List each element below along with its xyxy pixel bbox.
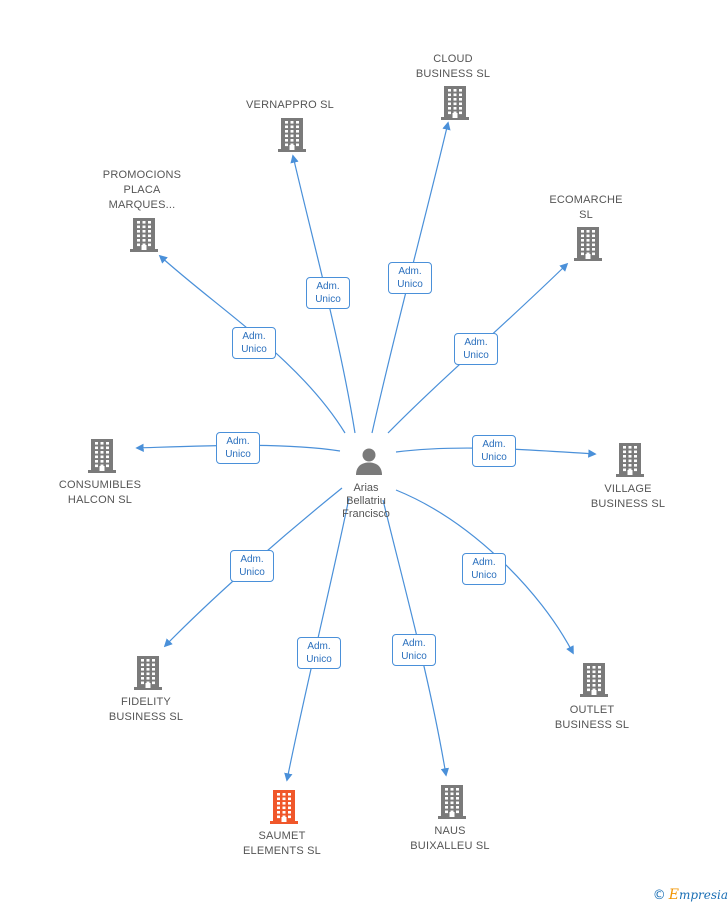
company-label-line: SL <box>579 209 593 221</box>
relation-role: Adm. <box>226 436 250 447</box>
company-label-line: HALCON SL <box>67 494 133 506</box>
company-node-village[interactable] <box>615 441 645 477</box>
company-label-line: CLOUD <box>433 53 473 65</box>
company-label-saumet[interactable]: SAUMET ELEMENTS SL <box>207 829 357 859</box>
relation-type: Unico <box>463 350 489 361</box>
company-label-line: VILLAGE <box>604 483 652 495</box>
company-label-line: NAUS <box>434 825 466 837</box>
person-name-line-3: Francisco <box>342 508 390 520</box>
company-label-line: MARQUES... <box>108 199 176 211</box>
company-label-line: VERNAPPRO SL <box>246 99 334 111</box>
company-label-naus[interactable]: NAUS BUIXALLEU SL <box>375 824 525 854</box>
company-label-line: BUSINESS SL <box>108 711 184 723</box>
relation-badge-naus[interactable]: Adm. Unico <box>392 634 436 666</box>
building-icon <box>441 86 469 120</box>
building-icon <box>574 227 602 261</box>
person-icon <box>356 448 382 475</box>
person-name[interactable]: Arias Bellatriu Francisco <box>306 482 426 521</box>
relation-type: Unico <box>397 279 423 290</box>
company-label-line: ECOMARCHE <box>549 194 623 206</box>
company-label-ecomarche[interactable]: ECOMARCHE SL <box>511 193 661 223</box>
company-node-vernappro[interactable] <box>277 116 307 152</box>
relation-role: Adm. <box>316 281 340 292</box>
company-label-line: SAUMET <box>258 830 306 842</box>
person-node[interactable] <box>354 446 384 476</box>
company-label-line: BUIXALLEU SL <box>410 840 490 852</box>
relation-type: Unico <box>225 449 251 460</box>
company-node-cloud[interactable] <box>440 84 470 120</box>
relation-badge-village[interactable]: Adm. Unico <box>472 435 516 467</box>
company-node-ecomarche[interactable] <box>573 225 603 261</box>
relation-badge-ecomarche[interactable]: Adm. Unico <box>454 333 498 365</box>
relation-badge-outlet[interactable]: Adm. Unico <box>462 553 506 585</box>
relation-badge-saumet[interactable]: Adm. Unico <box>297 637 341 669</box>
company-label-line: BUSINESS SL <box>590 498 666 510</box>
company-label-promocions[interactable]: PROMOCIONS PLACA MARQUES... <box>67 168 217 213</box>
company-node-saumet[interactable] <box>269 788 299 824</box>
building-icon <box>580 663 608 697</box>
company-node-fidelity[interactable] <box>133 654 163 690</box>
relation-role: Adm. <box>307 641 331 652</box>
relation-badge-vernappro[interactable]: Adm. Unico <box>306 277 350 309</box>
building-icon <box>134 656 162 690</box>
relation-type: Unico <box>241 344 267 355</box>
company-label-consumibles[interactable]: CONSUMIBLES HALCON SL <box>25 478 175 508</box>
building-icon <box>88 439 116 473</box>
relation-badge-consumibles[interactable]: Adm. Unico <box>216 432 260 464</box>
company-node-consumibles[interactable] <box>87 437 117 473</box>
relation-type: Unico <box>306 654 332 665</box>
relation-role: Adm. <box>472 557 496 568</box>
company-label-line: PLACA <box>123 184 161 196</box>
company-label-vernappro[interactable]: VERNAPPRO SL <box>215 98 365 113</box>
building-icon <box>438 785 466 819</box>
relation-type: Unico <box>401 651 427 662</box>
company-node-naus[interactable] <box>437 783 467 819</box>
building-icon <box>130 218 158 252</box>
company-label-line: CONSUMIBLES <box>58 479 142 491</box>
company-label-line: BUSINESS SL <box>415 68 491 80</box>
copyright-symbol: © <box>652 887 666 903</box>
brand-name: mpresia <box>678 888 728 902</box>
relation-role: Adm. <box>240 554 264 565</box>
brand-initial: E <box>668 887 679 903</box>
relation-type: Unico <box>315 294 341 305</box>
relation-role: Adm. <box>402 638 426 649</box>
person-name-line-2: Bellatriu <box>346 495 386 507</box>
company-label-village[interactable]: VILLAGE BUSINESS SL <box>553 482 703 512</box>
relation-role: Adm. <box>482 439 506 450</box>
relation-type: Unico <box>471 570 497 581</box>
brand-watermark[interactable]: © Empresia <box>653 887 728 903</box>
relation-type: Unico <box>239 567 265 578</box>
relation-badge-promocions[interactable]: Adm. Unico <box>232 327 276 359</box>
company-node-promocions[interactable] <box>129 216 159 252</box>
building-icon <box>270 790 298 824</box>
relation-role: Adm. <box>398 266 422 277</box>
relation-type: Unico <box>481 452 507 463</box>
relation-role: Adm. <box>242 331 266 342</box>
company-label-line: OUTLET <box>569 704 615 716</box>
relation-badge-fidelity[interactable]: Adm. Unico <box>230 550 274 582</box>
company-label-line: BUSINESS SL <box>554 719 630 731</box>
relation-badge-cloud[interactable]: Adm. Unico <box>388 262 432 294</box>
company-label-cloud[interactable]: CLOUD BUSINESS SL <box>378 52 528 82</box>
company-label-fidelity[interactable]: FIDELITY BUSINESS SL <box>71 695 221 725</box>
company-node-outlet[interactable] <box>579 661 609 697</box>
company-label-line: PROMOCIONS <box>102 169 182 181</box>
person-name-line-1: Arias <box>353 482 379 494</box>
building-icon <box>616 443 644 477</box>
company-label-outlet[interactable]: OUTLET BUSINESS SL <box>517 703 667 733</box>
company-label-line: FIDELITY <box>121 696 171 708</box>
building-icon <box>278 118 306 152</box>
relation-role: Adm. <box>464 337 488 348</box>
company-label-line: ELEMENTS SL <box>242 845 321 857</box>
